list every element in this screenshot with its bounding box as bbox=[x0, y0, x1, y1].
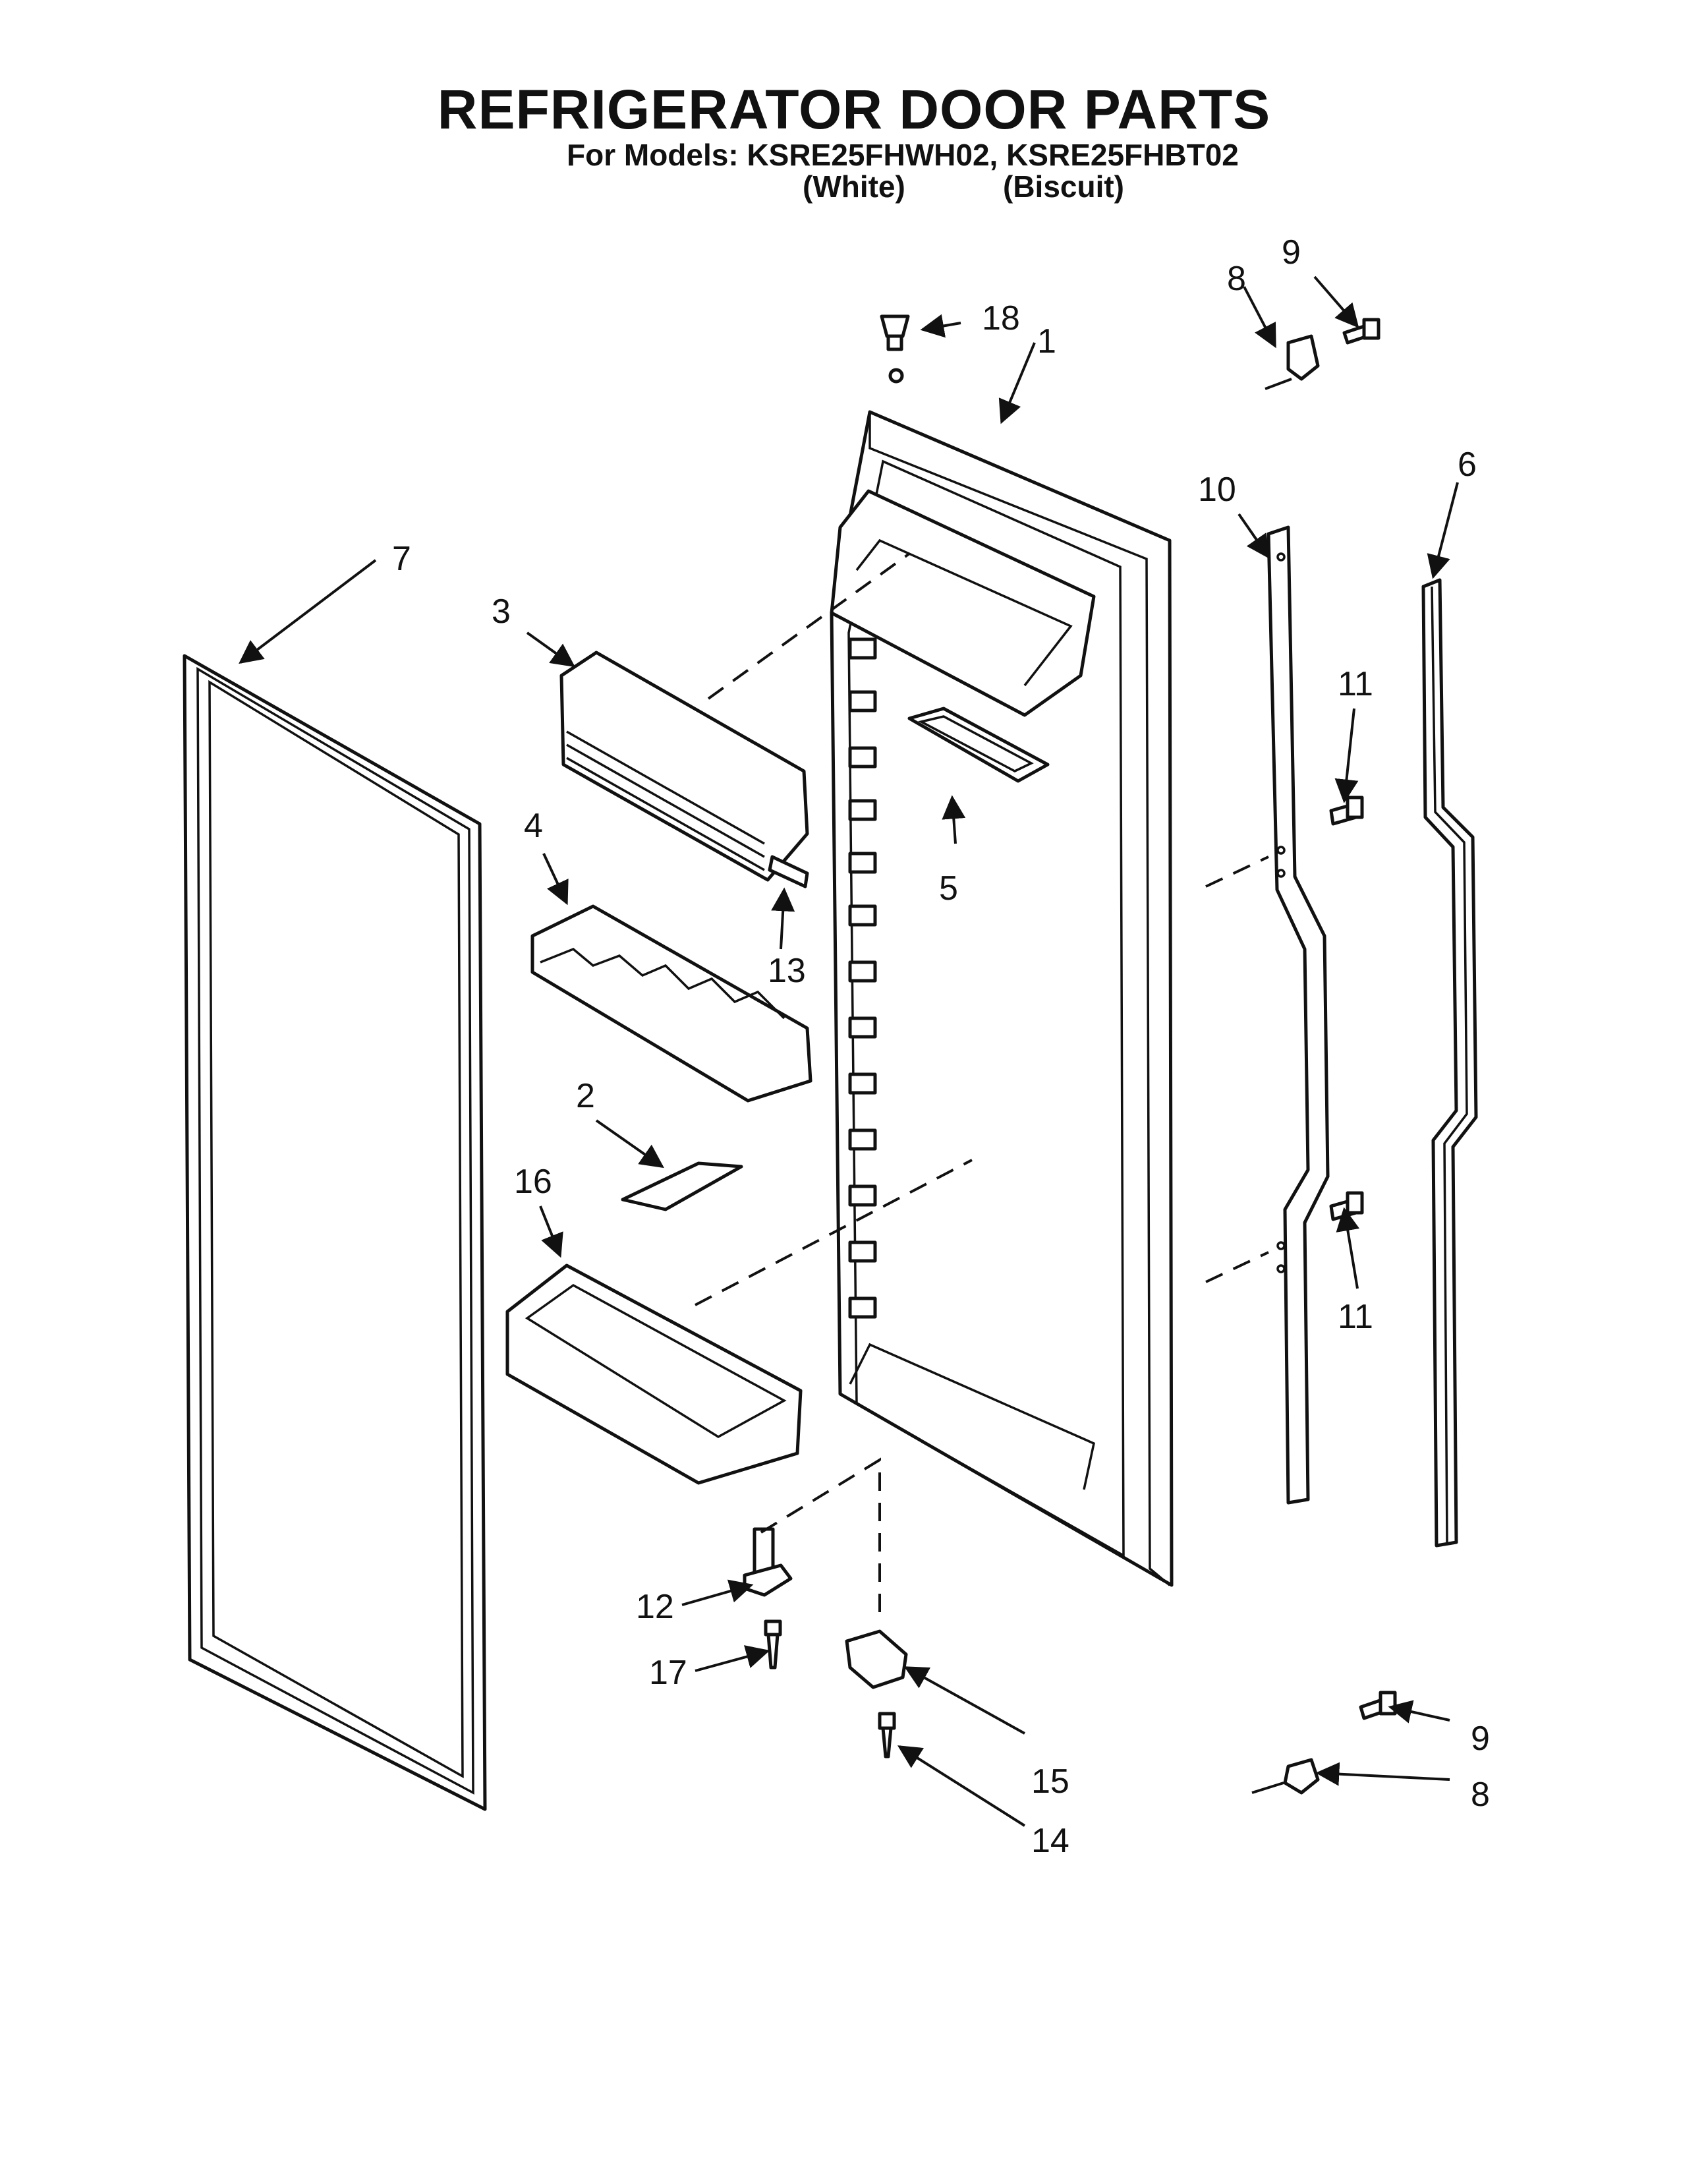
callout-16: 16 bbox=[514, 1163, 552, 1201]
clip-part-2 bbox=[621, 1161, 743, 1211]
screw-part-11-top bbox=[1329, 796, 1364, 826]
callout-9-top: 9 bbox=[1282, 233, 1301, 272]
callout-11-bottom: 11 bbox=[1338, 1298, 1373, 1336]
variant-white: (White) bbox=[803, 169, 905, 204]
door-trim-part-10 bbox=[1267, 525, 1330, 1505]
callout-9-bottom: 9 bbox=[1471, 1720, 1490, 1758]
liner-shelf-tabs-left bbox=[848, 637, 877, 1319]
hinge-cover-bottom-part-8 bbox=[1251, 1758, 1320, 1795]
callout-4: 4 bbox=[524, 807, 543, 845]
screw-part-17 bbox=[764, 1619, 782, 1669]
door-bin-part-16 bbox=[505, 1263, 803, 1485]
assembly-lines bbox=[695, 552, 1269, 1621]
models-line: For Models: KSRE25FHWH02, KSRE25FHBT02 bbox=[567, 138, 1239, 172]
callout-7: 7 bbox=[392, 540, 411, 578]
callout-2: 2 bbox=[576, 1077, 595, 1115]
callout-3: 3 bbox=[492, 593, 511, 631]
callout-1: 1 bbox=[1037, 322, 1056, 361]
callout-18: 18 bbox=[982, 299, 1020, 337]
page-title: REFRIGERATOR DOOR PARTS bbox=[437, 78, 1271, 140]
block-part-15 bbox=[845, 1629, 908, 1689]
callout-5: 5 bbox=[939, 869, 958, 908]
screw-bottom-part-9 bbox=[1359, 1691, 1397, 1720]
callout-labels: 18 1 7 3 4 13 5 2 16 10 6 8 9 11 11 12 1… bbox=[392, 233, 1490, 1860]
hinge-cover-top-part-8 bbox=[1265, 334, 1320, 390]
callout-13: 13 bbox=[768, 952, 806, 990]
callout-10: 10 bbox=[1198, 471, 1236, 509]
dairy-door-part-3 bbox=[559, 651, 809, 882]
callout-arrows bbox=[239, 276, 1459, 1827]
breaker-strip-part-6 bbox=[1421, 578, 1478, 1548]
callout-8-top: 8 bbox=[1227, 260, 1246, 298]
tray-part-5 bbox=[907, 707, 1050, 783]
screw-top-part-9 bbox=[1342, 318, 1381, 345]
callout-11-top: 11 bbox=[1338, 665, 1373, 703]
door-gasket-part-7 bbox=[183, 654, 487, 1811]
callout-8-bottom: 8 bbox=[1471, 1776, 1490, 1814]
variant-biscuit: (Biscuit) bbox=[1003, 169, 1124, 204]
callout-12: 12 bbox=[636, 1588, 674, 1626]
door-liner-part-1 bbox=[830, 410, 1174, 1587]
pin-part-13 bbox=[768, 855, 809, 888]
screw-part-14 bbox=[878, 1712, 896, 1758]
callout-15: 15 bbox=[1031, 1762, 1069, 1801]
egg-bin-part-4 bbox=[530, 904, 812, 1103]
hinge-part-12 bbox=[743, 1527, 793, 1597]
callout-6: 6 bbox=[1458, 446, 1477, 484]
plug-part-18 bbox=[880, 314, 910, 384]
callout-14: 14 bbox=[1031, 1822, 1069, 1860]
callout-17: 17 bbox=[649, 1654, 687, 1692]
